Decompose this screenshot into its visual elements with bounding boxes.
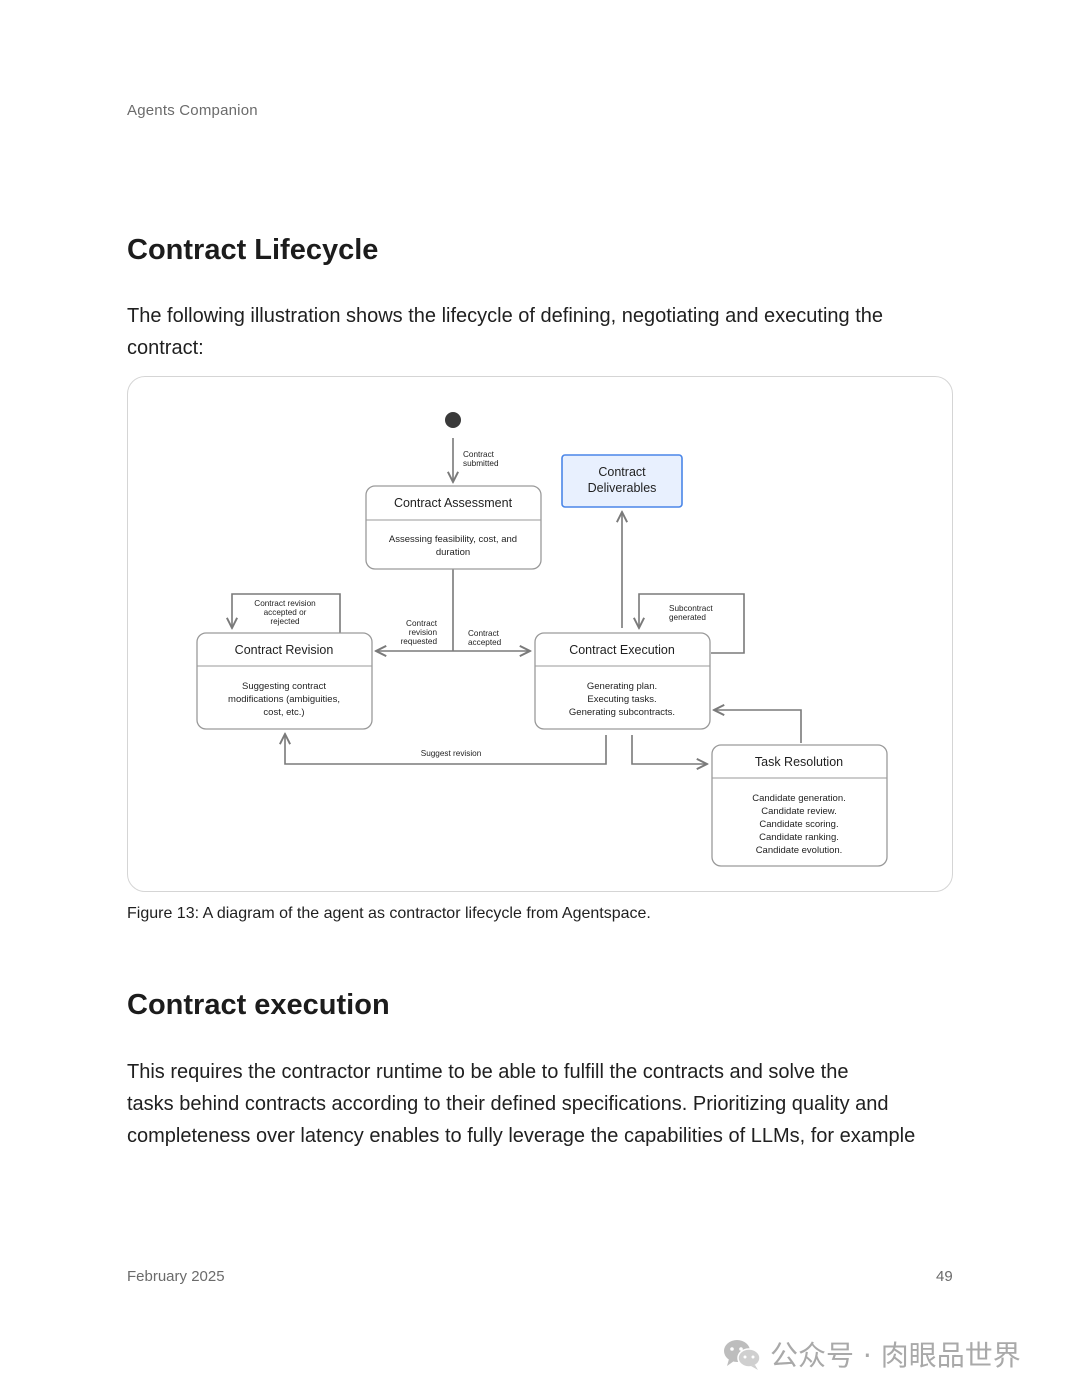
- section-heading-contract-lifecycle: Contract Lifecycle: [127, 234, 379, 266]
- watermark-text: 公众号 · 肉眼品世界: [770, 1339, 1021, 1372]
- execution-paragraph-line-3: completeness over latency enables to ful…: [127, 1125, 916, 1147]
- execution-paragraph-line-2: tasks behind contracts according to thei…: [127, 1093, 889, 1115]
- execution-paragraph-line-1: This requires the contractor runtime to …: [127, 1061, 849, 1083]
- wechat-icon: [724, 1340, 761, 1370]
- figure-caption: Figure 13: A diagram of the agent as con…: [127, 905, 651, 922]
- page-number: 49: [936, 1268, 953, 1285]
- watermark: 公众号 · 肉眼品世界: [722, 1334, 1021, 1374]
- running-header: Agents Companion: [127, 102, 258, 119]
- footer-date: February 2025: [127, 1268, 225, 1285]
- execution-paragraph: This requires the contractor runtime to …: [127, 1056, 927, 1152]
- section-heading-contract-execution: Contract execution: [127, 989, 390, 1021]
- figure-frame: [127, 376, 953, 892]
- intro-paragraph: The following illustration shows the lif…: [127, 305, 884, 359]
